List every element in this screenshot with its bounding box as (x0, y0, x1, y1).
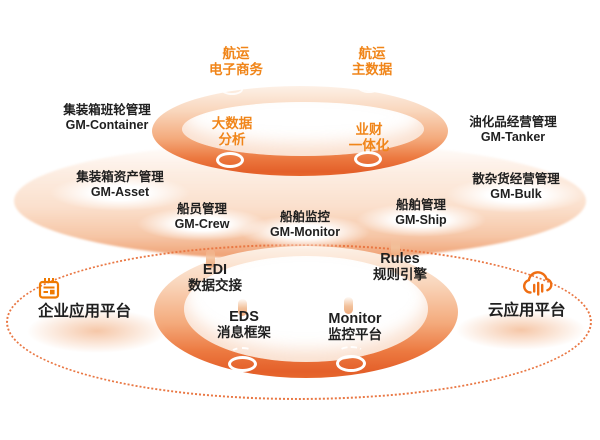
connector-drip-monitor (344, 297, 353, 314)
dashed-arc (230, 347, 255, 359)
connector-drip-eds (238, 299, 247, 316)
label-monitor-platform: Monitor 监控平台 (328, 311, 382, 343)
blob-gm-bulk (446, 177, 586, 213)
label-finance-integration: 业财 一体化 (348, 122, 390, 153)
ring-node-oval (221, 84, 243, 95)
dashed-arc (218, 143, 242, 155)
ring-node-oval (386, 288, 411, 301)
blob-enterprise-platform (27, 309, 167, 353)
bottom-ring-inner (184, 256, 428, 362)
label-gm-ship: 船舶管理 GM-Ship (395, 198, 447, 227)
ring-node-oval (201, 289, 224, 301)
label-rules-engine: Rules 规则引擎 (373, 251, 427, 283)
label-eds: EDS 消息框架 (217, 309, 271, 341)
enterprise-platform-label: 企业应用平台 (38, 303, 132, 320)
label-gm-container: 集装箱班轮管理 GM-Container (63, 103, 151, 132)
ring-node-oval (358, 82, 380, 93)
dashed-arc (356, 142, 380, 154)
label-gm-bulk: 散杂货经营管理 GM-Bulk (472, 172, 560, 201)
blob-gm-ship (356, 203, 486, 237)
label-shipping-ecommerce: 航运 电子商务 (209, 46, 263, 77)
org-board-icon (36, 275, 62, 301)
label-gm-asset: 集装箱资产管理 GM-Asset (76, 170, 164, 199)
label-gm-crew: 船员管理 GM-Crew (174, 202, 230, 231)
label-big-data-analysis: 大数据 分析 (211, 116, 253, 147)
label-shipping-master-data: 航运 主数据 (351, 46, 393, 77)
connector-drip-edi (206, 249, 215, 268)
blob-gm-asset (50, 175, 190, 211)
cloud-upload-icon (520, 268, 556, 300)
label-edi: EDI 数据交接 (188, 262, 242, 294)
blob-gm-monitor (240, 215, 370, 249)
cloud-platform-label: 云应用平台 (488, 302, 566, 319)
blob-cloud-platform (456, 310, 586, 350)
label-gm-monitor: 船舶监控 GM-Monitor (269, 210, 341, 239)
label-gm-tanker: 油化品经营管理 GM-Tanker (469, 115, 557, 144)
dashed-arc (338, 346, 364, 358)
connector-drip-rules (391, 237, 400, 256)
